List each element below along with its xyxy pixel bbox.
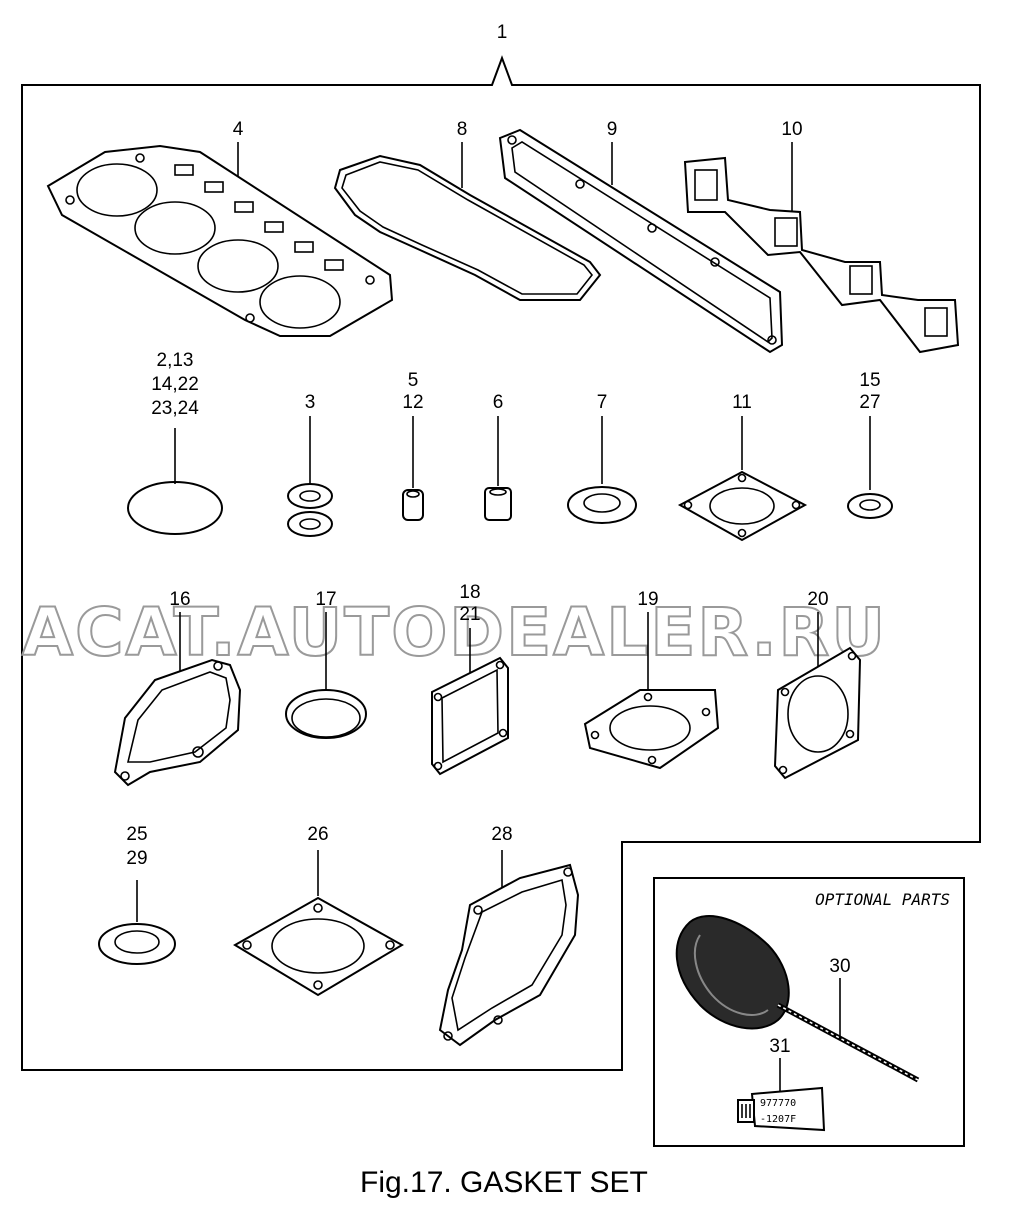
callout-5b: 12 bbox=[402, 392, 423, 413]
optional-parts-box: OPTIONAL PARTS 30 977770 -1207F 31 bbox=[653, 877, 965, 1147]
part-4-head-gasket: 4 bbox=[46, 119, 394, 337]
part-3-seals: 3 bbox=[287, 392, 333, 537]
callout-2c: 23,24 bbox=[151, 398, 199, 419]
part-25-washer: 25 29 bbox=[98, 824, 176, 965]
part-18-cover-gasket: 18 21 bbox=[431, 582, 509, 776]
callout-18a: 18 bbox=[459, 582, 480, 603]
part-9-manifold-gasket: 9 bbox=[498, 119, 784, 354]
part-31-sealant-tube: 977770 -1207F 31 bbox=[737, 1036, 826, 1132]
callout-26: 26 bbox=[307, 824, 328, 845]
callout-5a: 5 bbox=[408, 370, 419, 391]
callout-19: 19 bbox=[637, 589, 658, 610]
part-30-brush: 30 bbox=[675, 915, 920, 1083]
callout-8: 8 bbox=[457, 119, 468, 140]
part-28-pump-gasket: 28 bbox=[438, 824, 580, 1047]
part-11-flange-gasket: 11 bbox=[677, 392, 808, 542]
part-17-oring: 17 bbox=[285, 589, 367, 739]
callout-2b: 14,22 bbox=[151, 374, 199, 395]
watermark: ACAT.AUTODEALER.RU bbox=[22, 594, 887, 671]
part-20-flange-gasket: 20 bbox=[773, 589, 862, 780]
part-19-flange-gasket: 19 bbox=[583, 589, 720, 770]
callout-20: 20 bbox=[807, 589, 828, 610]
part-16-cover-gasket: 16 bbox=[113, 589, 242, 787]
part-15-washer: 15 27 bbox=[847, 370, 893, 519]
figure-caption: Fig.17. GASKET SET bbox=[360, 1166, 648, 1199]
callout-25b: 29 bbox=[126, 848, 147, 869]
part-10-exhaust-gasket: 10 bbox=[683, 119, 960, 354]
tube-code-2: -1207F bbox=[760, 1114, 796, 1125]
callout-18b: 21 bbox=[459, 604, 480, 625]
callout-28: 28 bbox=[491, 824, 512, 845]
part-7-washer: 7 bbox=[567, 392, 637, 524]
tube-code-1: 977770 bbox=[760, 1098, 796, 1109]
callout-25a: 25 bbox=[126, 824, 147, 845]
kit-frame bbox=[21, 55, 981, 1071]
part-2-oring: 2,13 14,22 23,24 bbox=[127, 350, 223, 535]
part-6-collar: 6 bbox=[484, 392, 512, 521]
optional-parts-title: OPTIONAL PARTS bbox=[815, 890, 950, 909]
kit-callout: 1 bbox=[497, 22, 508, 43]
callout-17: 17 bbox=[315, 589, 336, 610]
part-8-valve-cover-gasket: 8 bbox=[333, 119, 602, 301]
callout-15b: 27 bbox=[859, 392, 880, 413]
part-5-stem-seal: 5 12 bbox=[402, 370, 424, 521]
callout-6: 6 bbox=[493, 392, 504, 413]
callout-11: 11 bbox=[732, 392, 752, 413]
callout-7: 7 bbox=[597, 392, 608, 413]
callout-9: 9 bbox=[607, 119, 618, 140]
callout-10: 10 bbox=[781, 119, 802, 140]
callout-30: 30 bbox=[829, 956, 850, 977]
part-26-flange-gasket: 26 bbox=[233, 824, 405, 997]
callout-3: 3 bbox=[305, 392, 316, 413]
callout-2a: 2,13 bbox=[157, 350, 194, 371]
callout-31: 31 bbox=[769, 1036, 790, 1057]
callout-16: 16 bbox=[169, 589, 190, 610]
callout-15a: 15 bbox=[859, 370, 880, 391]
callout-4: 4 bbox=[233, 119, 244, 140]
